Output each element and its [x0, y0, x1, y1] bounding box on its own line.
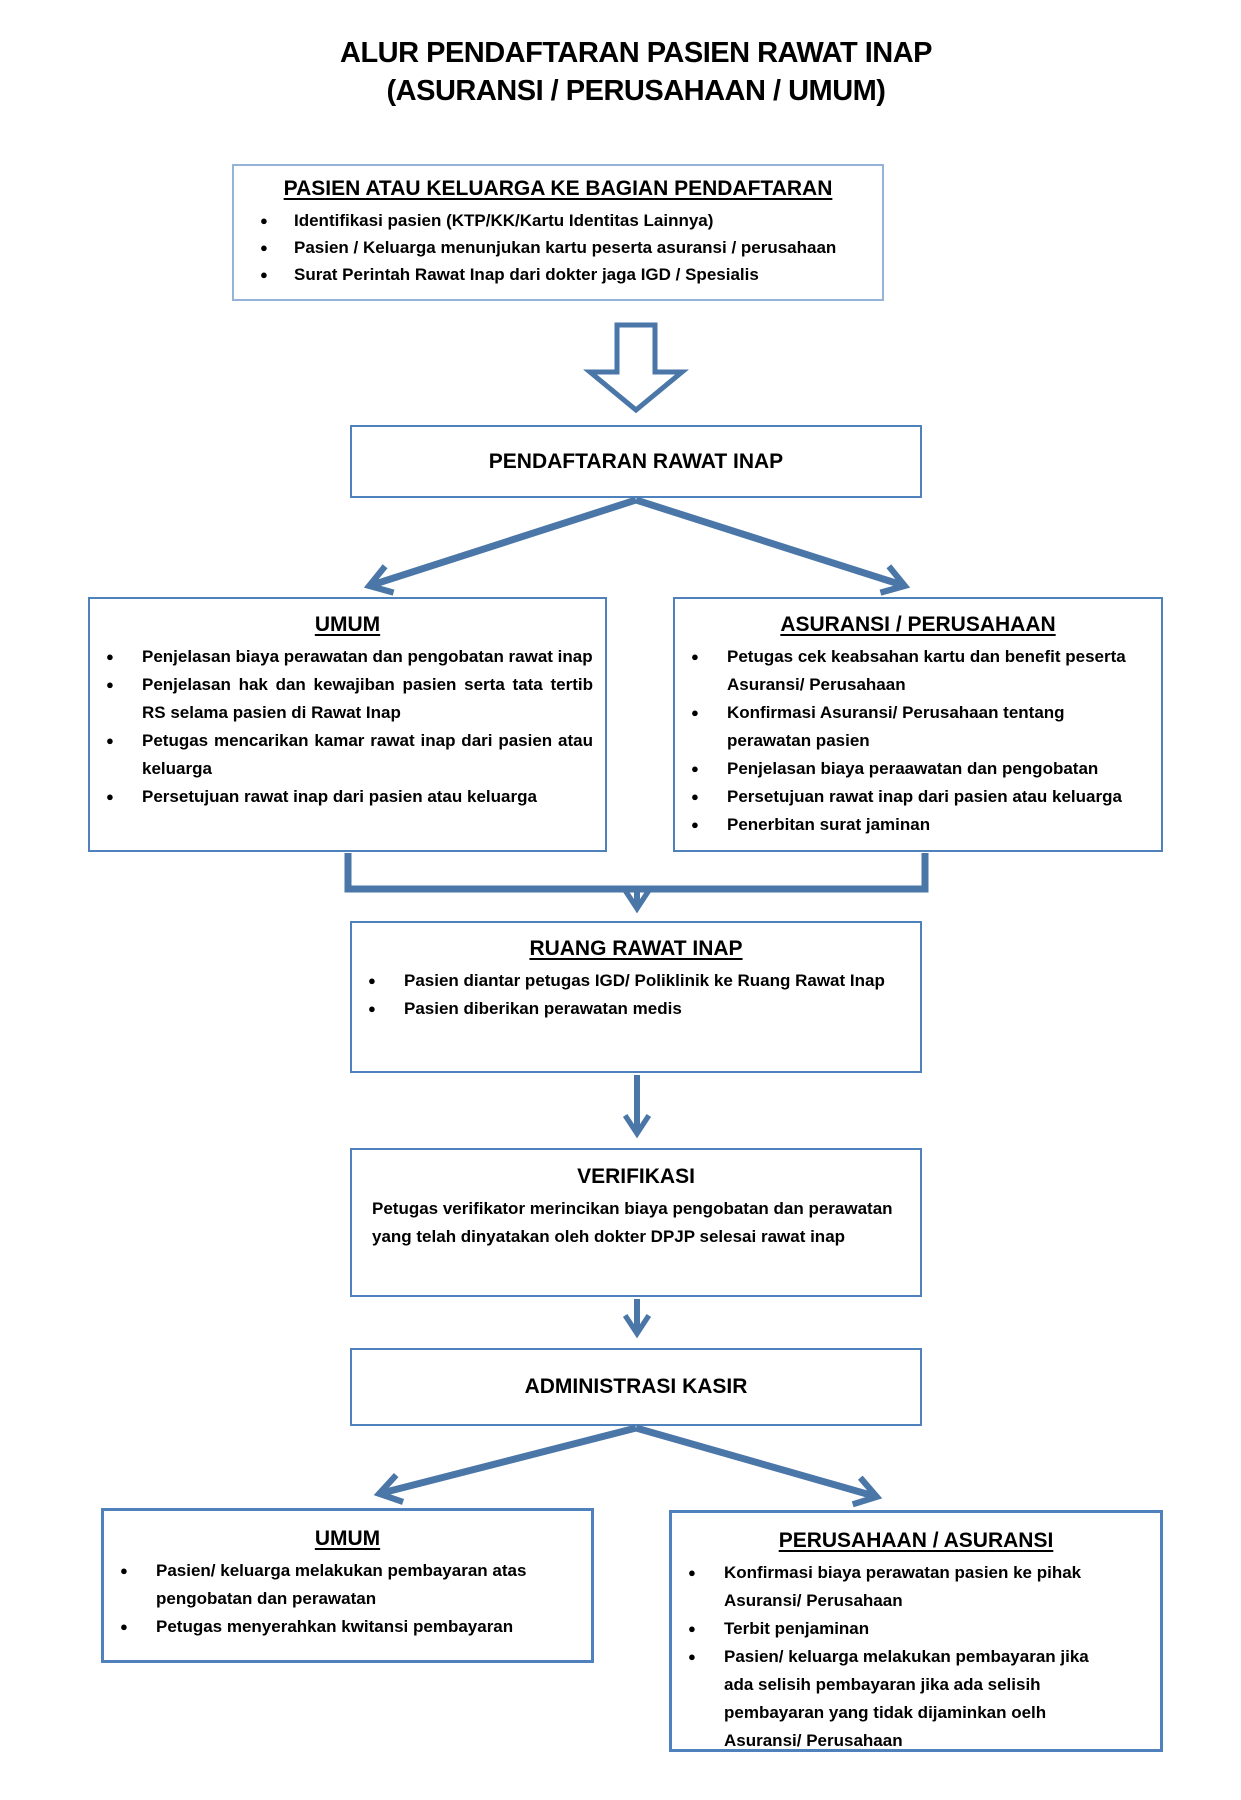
block-arrow-down-icon	[583, 322, 689, 414]
bullet-item: Konfirmasi Asuransi/ Perusahaan tentang …	[675, 699, 1161, 755]
branch-arrow-to-umum-top	[363, 496, 638, 596]
bullet-item: Terbit penjaminan	[672, 1615, 1160, 1643]
bullet-item: Persetujuan rawat inap dari pasien atau …	[90, 783, 605, 811]
box-heading: VERIFIKASI	[577, 1165, 695, 1188]
box-perusahaan-asuransi-bottom: PERUSAHAAN / ASURANSI Konfirmasi biaya p…	[669, 1510, 1163, 1752]
bullet-item: Petugas mencarikan kamar rawat inap dari…	[90, 727, 605, 783]
merge-connector	[344, 853, 929, 893]
bullet-item: Penjelasan hak dan kewajiban pasien sert…	[90, 671, 605, 727]
bullet-item: Penerbitan surat jaminan	[675, 811, 1161, 839]
branch-arrow-to-umum-bottom	[373, 1424, 637, 1505]
box-pendaftaran-rawat-inap: PENDAFTARAN RAWAT INAP	[350, 425, 922, 498]
verifikasi-description: Petugas verifikator merincikan biaya pen…	[372, 1199, 893, 1246]
bullet-list: Penjelasan biaya perawatan dan pengobata…	[90, 643, 605, 811]
branch-arrow-to-asuransi-top	[634, 496, 911, 596]
bullet-item: Surat Perintah Rawat Inap dari dokter ja…	[248, 261, 868, 288]
branch-arrow-to-perusahaan-bottom	[635, 1424, 883, 1508]
bullet-item: Pasien diantar petugas IGD/ Poliklinik k…	[352, 967, 920, 995]
box-asuransi-perusahaan-top: ASURANSI / PERUSAHAAN Petugas cek keabsa…	[673, 597, 1163, 852]
bullet-item: Penjelasan biaya perawatan dan pengobata…	[90, 643, 605, 671]
box-label: PENDAFTARAN RAWAT INAP	[488, 449, 784, 473]
page-title: ALUR PENDAFTARAN PASIEN RAWAT INAP (ASUR…	[31, 34, 1241, 110]
bullet-item: Pasien / Keluarga menunjukan kartu peser…	[248, 234, 868, 261]
box-verifikasi: VERIFIKASI Petugas verifikator merincika…	[350, 1148, 922, 1297]
box-label: ADMINISTRASI KASIR	[524, 1375, 748, 1398]
bullet-item: Pasien/ keluarga melakukan pembayaran at…	[104, 1557, 591, 1613]
bullet-item: Persetujuan rawat inap dari pasien atau …	[675, 783, 1161, 811]
bullet-item: Petugas menyerahkan kwitansi pembayaran	[104, 1613, 591, 1641]
box-heading: PERUSAHAAN / ASURANSI	[778, 1529, 1054, 1552]
box-pasien-keluarga-pendaftaran: PASIEN ATAU KELUARGA KE BAGIAN PENDAFTAR…	[232, 164, 884, 301]
bullet-list: Identifikasi pasien (KTP/KK/Kartu Identi…	[248, 207, 868, 288]
page-title-line1: ALUR PENDAFTARAN PASIEN RAWAT INAP	[340, 37, 933, 69]
bullet-item: Petugas cek keabsahan kartu dan benefit …	[675, 643, 1161, 699]
box-heading: ASURANSI / PERUSAHAAN	[780, 613, 1056, 636]
box-heading: UMUM	[314, 1527, 381, 1550]
bullet-item: Konfirmasi biaya perawatan pasien ke pih…	[672, 1559, 1160, 1615]
box-umum-top: UMUM Penjelasan biaya perawatan dan peng…	[88, 597, 607, 852]
box-heading: UMUM	[314, 613, 381, 636]
bullet-item: Pasien diberikan perawatan medis	[352, 995, 920, 1023]
bullet-list: Konfirmasi biaya perawatan pasien ke pih…	[672, 1559, 1160, 1755]
bullet-item: Penjelasan biaya peraawatan dan pengobat…	[675, 755, 1161, 783]
box-ruang-rawat-inap: RUANG RAWAT INAP Pasien diantar petugas …	[350, 921, 922, 1073]
box-heading: PASIEN ATAU KELUARGA KE BAGIAN PENDAFTAR…	[283, 177, 833, 200]
box-umum-bottom: UMUM Pasien/ keluarga melakukan pembayar…	[101, 1508, 594, 1663]
bullet-item: Pasien/ keluarga melakukan pembayaran ji…	[672, 1643, 1160, 1755]
box-heading: RUANG RAWAT INAP	[529, 937, 743, 960]
box-administrasi-kasir: ADMINISTRASI KASIR	[350, 1348, 922, 1426]
bullet-list: Petugas cek keabsahan kartu dan benefit …	[675, 643, 1161, 839]
bullet-list: Pasien/ keluarga melakukan pembayaran at…	[104, 1557, 591, 1641]
bullet-list: Pasien diantar petugas IGD/ Poliklinik k…	[352, 967, 920, 1023]
page-title-line2: (ASURANSI / PERUSAHAAN / UMUM)	[386, 75, 886, 107]
bullet-item: Identifikasi pasien (KTP/KK/Kartu Identi…	[248, 207, 868, 234]
